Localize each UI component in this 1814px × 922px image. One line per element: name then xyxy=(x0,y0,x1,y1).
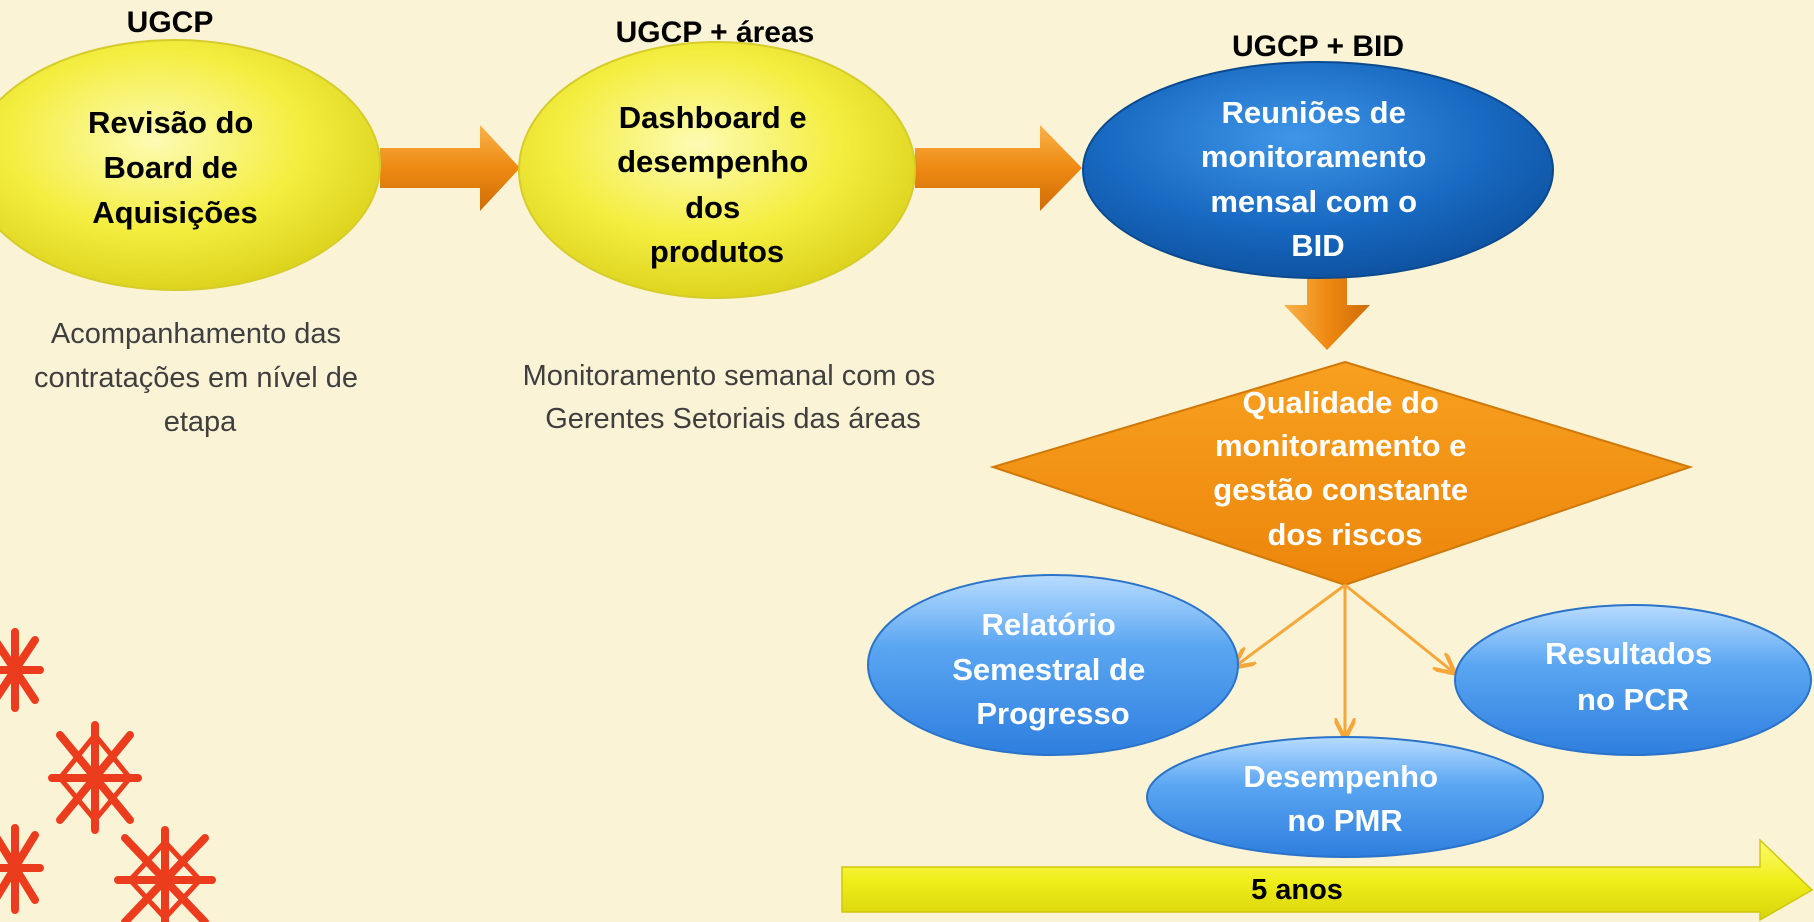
decorative-star-4 xyxy=(114,826,216,922)
node-desempenho-line-2: no PMR xyxy=(1287,803,1402,838)
node-resultados-line-1: Resultados xyxy=(1545,636,1712,671)
node-reunioes-mensais: Reuniões de monitoramento mensal com o B… xyxy=(1082,61,1554,279)
node-relatorio-line-1: Relatório xyxy=(982,607,1116,642)
node-resultados-pcr: Resultados no PCR xyxy=(1454,604,1812,756)
node-reunioes-line-4: BID xyxy=(1291,228,1344,263)
svg-text:Qualidade do monitoramen: Qualidade do monitoramento e gestão cons… xyxy=(1213,385,1477,552)
node-board-line-2: Board de xyxy=(104,150,238,185)
caption-dashboard-line-1: Monitoramento semanal com os xyxy=(523,360,936,392)
decorative-star-3 xyxy=(0,824,44,914)
decorative-red-pattern xyxy=(0,628,216,922)
caption-board-line-1: Acompanhamento das xyxy=(51,318,341,350)
node-board-line-1: Revisão do xyxy=(88,105,253,140)
decorative-star-2 xyxy=(48,721,142,834)
timeline-label: 5 anos xyxy=(1251,874,1343,906)
caption-board: Acompanhamento das contratações em nível… xyxy=(34,318,366,438)
node-reunioes-line-2: monitoramento xyxy=(1201,139,1427,174)
node-dashboard: Dashboard e desempenho dos produtos xyxy=(518,41,916,299)
svg-text:Resultados no PCR: Resultados no PCR xyxy=(1545,636,1721,717)
node-relatorio-semestral: Relatório Semestral de Progresso xyxy=(867,574,1239,756)
decorative-star-1 xyxy=(0,628,44,712)
node-reunioes-line-1: Reuniões de xyxy=(1222,95,1406,130)
svg-text:Dashboard e desempenho: Dashboard e desempenho dos produtos xyxy=(617,100,817,269)
arrow-dashboard-to-reunioes xyxy=(915,125,1082,211)
caption-board-line-3: etapa xyxy=(164,406,237,438)
caption-board-line-2: contratações em nível de xyxy=(34,362,358,394)
header-ugcp: UGCP xyxy=(127,6,214,39)
connector-to-resultados xyxy=(1344,583,1452,671)
node-qualidade-line-4: dos riscos xyxy=(1267,517,1422,552)
node-board-line-3: Aquisições xyxy=(92,195,257,230)
node-resultados-line-2: no PCR xyxy=(1577,682,1689,717)
arrow-board-to-dashboard xyxy=(380,125,520,211)
node-qualidade-line-2: monitoramento e xyxy=(1215,428,1466,463)
node-dashboard-line-3: dos xyxy=(685,190,740,225)
svg-text:Relatório Semestral de: Relatório Semestral de Progresso xyxy=(952,607,1154,731)
node-dashboard-line-2: desempenho xyxy=(617,144,808,179)
node-qualidade-line-1: Qualidade do xyxy=(1243,385,1439,420)
timeline-arrow: 5 anos xyxy=(841,838,1814,922)
node-dashboard-line-1: Dashboard e xyxy=(619,100,807,135)
node-qualidade-monitoramento: Qualidade do monitoramento e gestão cons… xyxy=(989,360,1694,587)
svg-text:Reuniões de monitorament: Reuniões de monitoramento mensal com o B… xyxy=(1201,95,1435,263)
svg-text:Revisão do Board de: Revisão do Board de Aquisições xyxy=(88,105,262,230)
node-reunioes-line-3: mensal com o xyxy=(1210,184,1417,219)
node-qualidade-line-3: gestão constante xyxy=(1213,472,1468,507)
header-ugcp-bid: UGCP + BID xyxy=(1232,30,1404,63)
node-relatorio-line-2: Semestral de xyxy=(952,652,1145,687)
arrow-reunioes-to-qualidade xyxy=(1284,270,1370,350)
node-board-revisao: Revisão do Board de Aquisições xyxy=(0,39,381,291)
svg-text:Desempenho no PMR: Desempenho no PMR xyxy=(1243,759,1446,838)
node-desempenho-pmr: Desempenho no PMR xyxy=(1146,736,1544,858)
node-dashboard-line-4: produtos xyxy=(650,234,784,269)
caption-dashboard: Monitoramento semanal com os Gerentes Se… xyxy=(523,360,944,435)
node-desempenho-line-1: Desempenho xyxy=(1243,759,1438,794)
node-relatorio-line-3: Progresso xyxy=(976,696,1129,731)
connector-to-relatorio xyxy=(1237,583,1346,665)
caption-dashboard-line-2: Gerentes Setoriais das áreas xyxy=(545,403,921,435)
